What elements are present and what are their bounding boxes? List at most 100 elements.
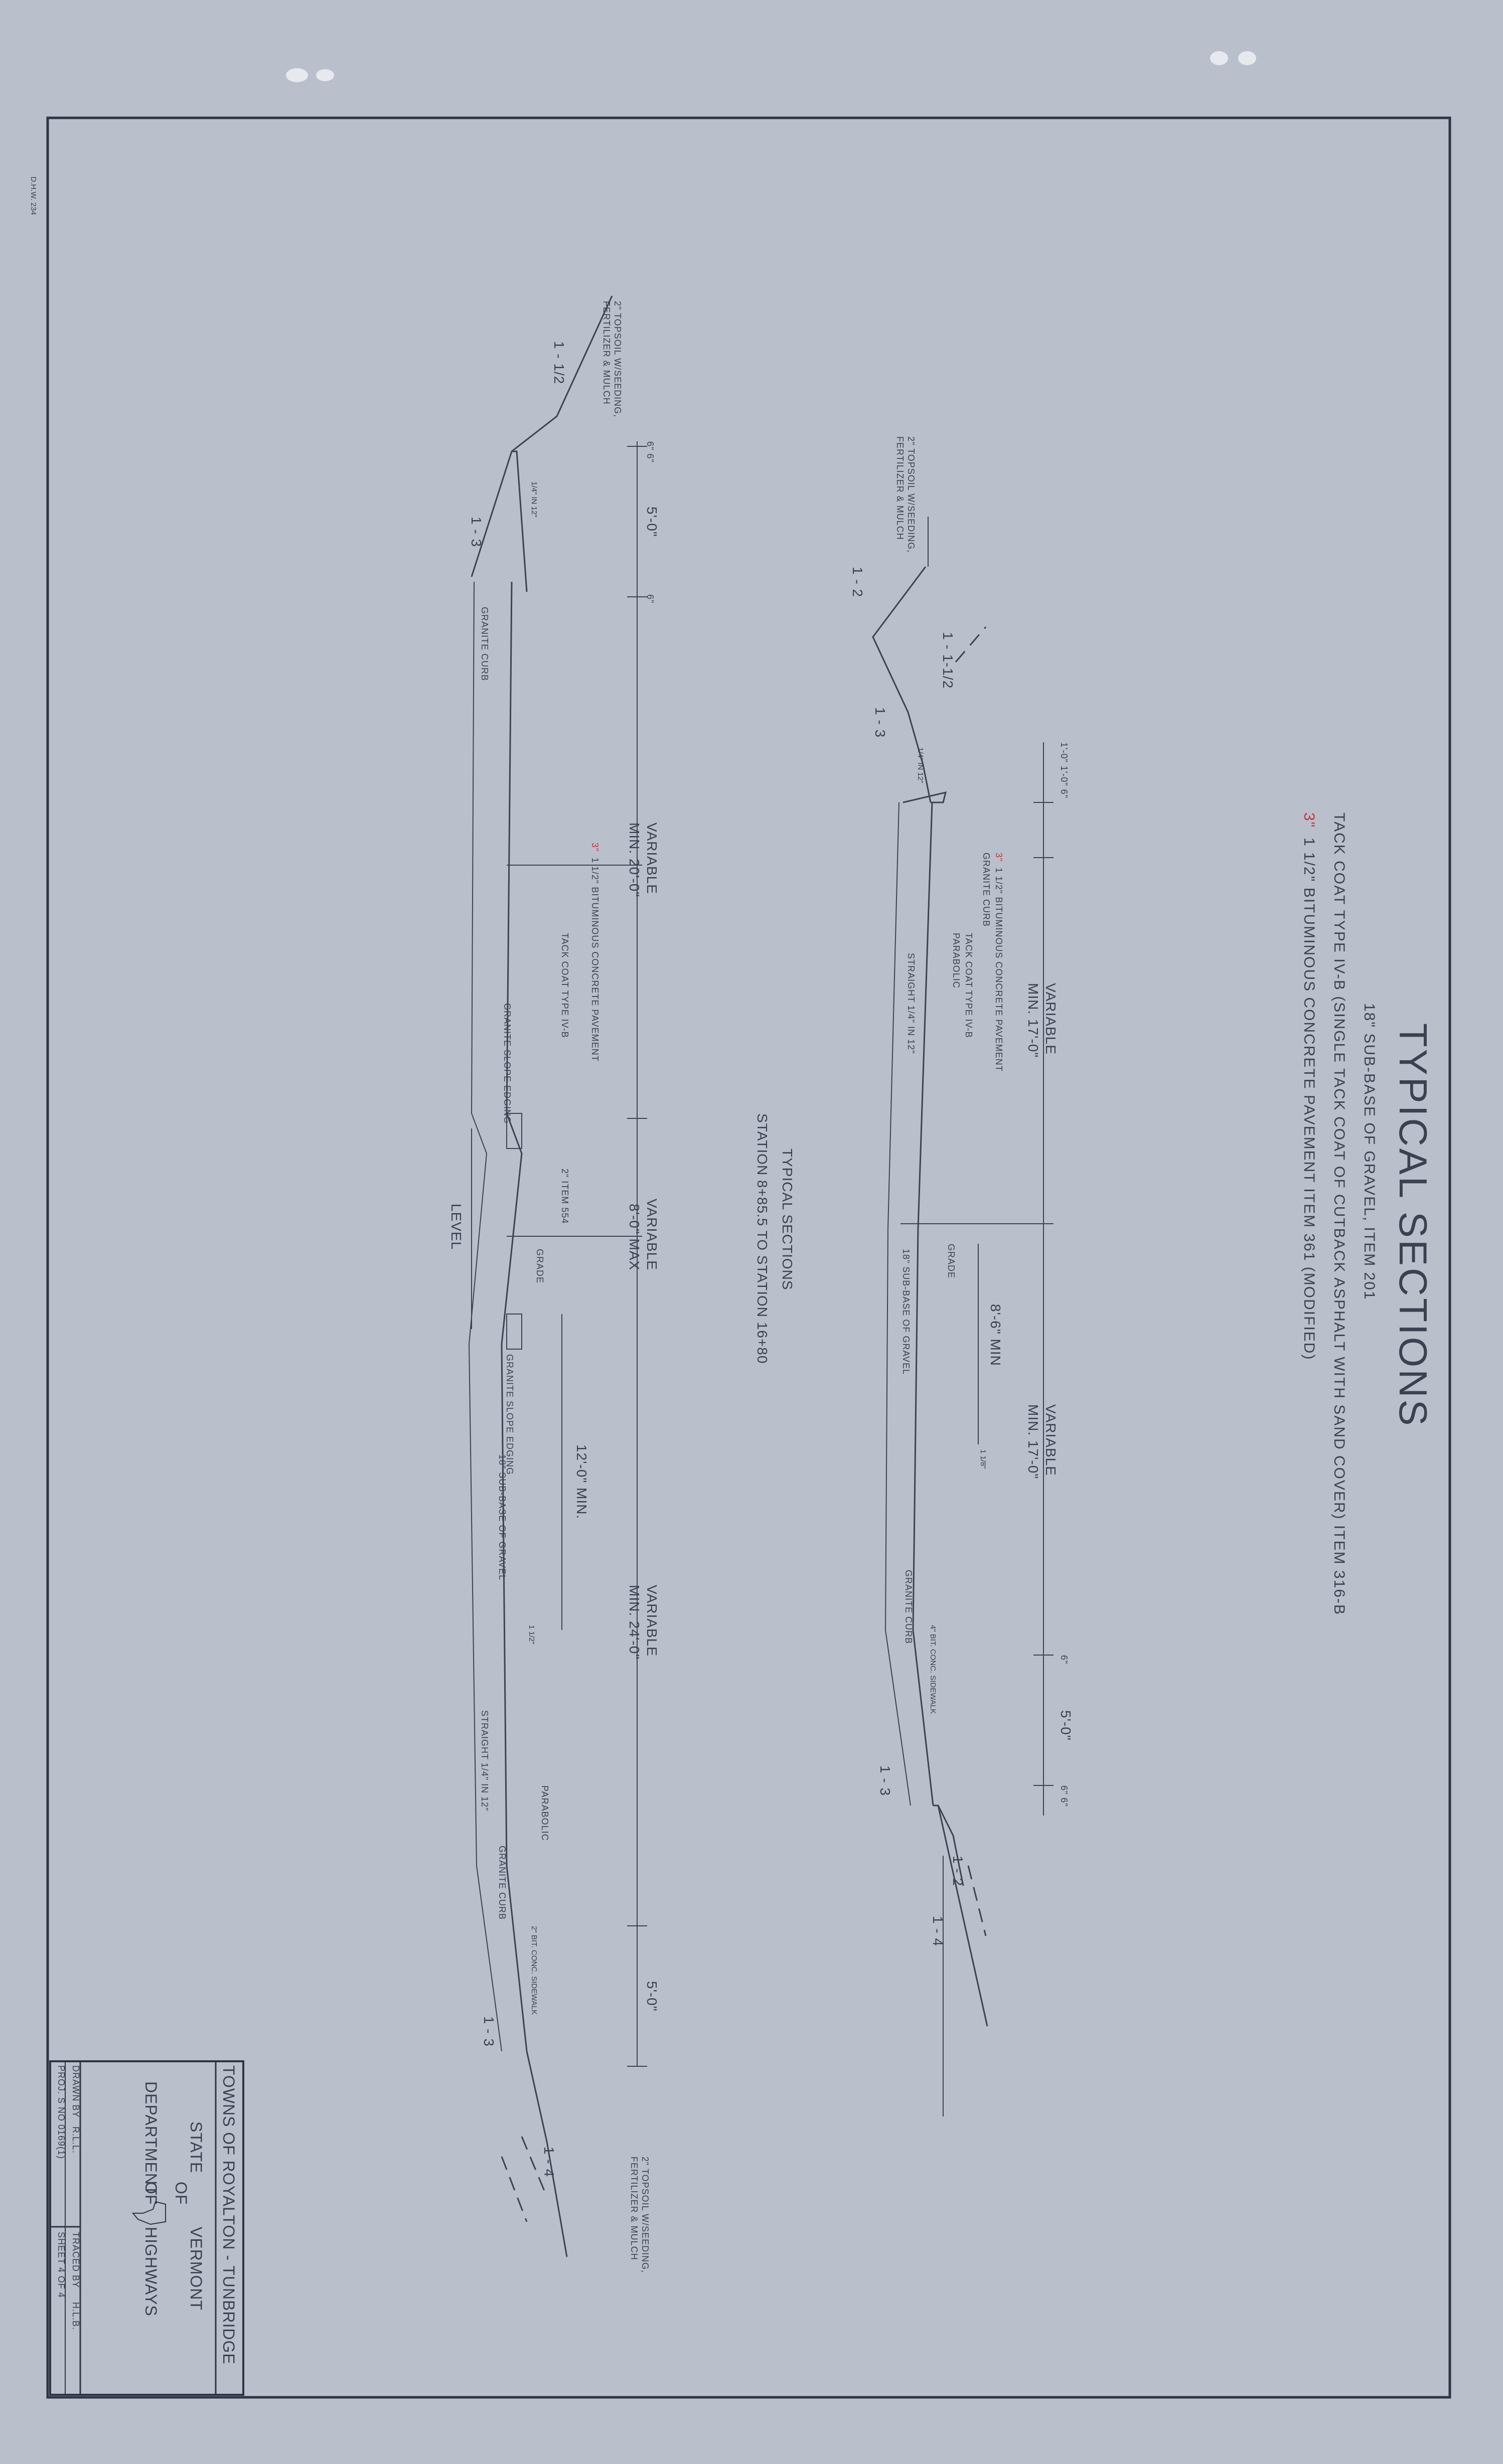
upper-dim-1in8: 1 1/8" xyxy=(979,1449,987,1469)
upper-granite-curb: GRANITE CURB xyxy=(981,853,991,927)
station-line1: TYPICAL SECTIONS xyxy=(780,1148,795,1290)
upper-slope-1-3-right: 1 - 3 xyxy=(877,1765,893,1796)
lower-slope-edging-left xyxy=(506,1113,522,1149)
upper-pavement-red: 3" xyxy=(994,853,1004,862)
lower-dim-5ft-left: 5'-0" xyxy=(644,507,660,537)
lower-variable-mid: VARIABLE xyxy=(644,1199,660,1270)
station-line2: STATION 8+85.5 TO STATION 16+80 xyxy=(755,1113,770,1364)
lower-pavement: 1 1/2" BITUMINOUS CONCRETE PAVEMENT xyxy=(590,858,600,1062)
tb-sheet: SHEET 4 OF 4 xyxy=(56,2232,66,2298)
lower-granite-slope-edging: GRANITE SLOPE EDGING xyxy=(502,1003,512,1124)
lower-dim-5ft-right: 5'-0" xyxy=(644,1981,660,2012)
lower-min20: MIN. 20'-0" xyxy=(627,823,642,897)
upper-slope-1-4: 1 - 4 xyxy=(930,1916,946,1946)
lower-straight: STRAIGHT 1/4" IN 12" xyxy=(480,1710,490,1812)
lower-subbase: 18" SUB-BASE OF GRAVEL xyxy=(497,1454,507,1580)
punch-hole xyxy=(316,69,334,81)
lower-right-dash xyxy=(501,2156,528,2222)
tb-traced-val: H.L.B. xyxy=(71,2302,81,2330)
lower-max8: 8'-0" MAX xyxy=(627,1204,642,1270)
upper-right-slope xyxy=(937,1805,988,2027)
lower-level: LEVEL xyxy=(448,1204,464,1250)
lower-slope-1-3-left: 1 - 3 xyxy=(469,517,484,547)
upper-slope-1-2: 1 - 2 xyxy=(850,567,865,597)
lower-slope-1-3-right: 1 - 3 xyxy=(481,2016,497,2047)
upper-right-curb xyxy=(933,1804,964,1886)
lower-item554: 2" ITEM 554 xyxy=(560,1169,570,1224)
upper-tack-coat: TACK COAT TYPE IV-B xyxy=(964,933,974,1038)
lower-slope-edging-right xyxy=(506,1313,522,1350)
title-main: TYPICAL SECTIONS xyxy=(1391,1023,1435,1428)
upper-parabolic: PARABOLIC xyxy=(951,933,961,989)
upper-dim-5ft: 5'-0" xyxy=(1058,1710,1074,1741)
tb-of2: OF xyxy=(142,2182,160,2205)
lower-slope-1-4: 1 - 4 xyxy=(541,2147,557,2177)
lower-granite-curb: GRANITE CURB xyxy=(480,607,490,681)
upper-left-slope xyxy=(872,566,932,803)
upper-slope-1-2-right: 1 - 2 xyxy=(950,1856,966,1886)
tb-vermont: VERMONT xyxy=(187,2227,205,2311)
lower-section: 2" TOPSOIL W/SEEDING, FERTILIZER & MULCH… xyxy=(448,295,660,2257)
upper-variable-right: VARIABLE xyxy=(1043,1404,1059,1476)
punch-hole xyxy=(1210,51,1228,65)
tb-drawn-by: DRAWN BY xyxy=(71,2065,81,2117)
punch-hole xyxy=(286,68,308,82)
lower-dim-1in2: 1 1/2" xyxy=(527,1625,536,1645)
upper-grade: GRADE xyxy=(946,1244,956,1278)
tb-proj: PROJ. S NO 0169(1) xyxy=(56,2065,66,2159)
tb-drawn-val: R.L.L. xyxy=(71,2126,81,2154)
lower-slope-1-1-2: 1 - 1/2 xyxy=(551,341,567,384)
lower-topsoil-left-2: FERTILIZER & MULCH xyxy=(602,301,612,405)
upper-min86: 8'-6" MIN xyxy=(988,1304,1003,1366)
punch-hole xyxy=(1238,51,1256,65)
lower-dim-6: 6" xyxy=(645,594,655,603)
lower-grade: GRADE xyxy=(535,1249,545,1283)
title-group: TYPICAL SECTIONS 18" SUB-BASE OF GRAVEL,… xyxy=(1301,812,1435,1615)
lower-dim-small: 1/4" IN 12" xyxy=(530,481,538,518)
upper-subbase xyxy=(884,802,911,1806)
lower-right-slope xyxy=(526,2051,568,2257)
upper-min17-right: MIN. 17'-0" xyxy=(1025,1404,1041,1479)
tb-department: DEPARTMENT xyxy=(142,2081,160,2196)
lower-topsoil-left-1: 2" TOPSOIL W/SEEDING, xyxy=(613,301,623,417)
lower-granite-slope-edging2: GRANITE SLOPE EDGING xyxy=(505,1354,515,1475)
upper-granite-curb-right: GRANITE CURB xyxy=(904,1570,914,1644)
lower-parabolic: PARABOLIC xyxy=(540,1785,550,1841)
lower-sidewalk: 2" BIT. CONC. SIDEWALK xyxy=(530,1926,538,2015)
station-label: TYPICAL SECTIONS STATION 8+85.5 TO STATI… xyxy=(755,1113,795,1364)
upper-topsoil-left-2: FERTILIZER & MULCH xyxy=(895,436,905,540)
lower-pavement-red: 3" xyxy=(590,843,600,852)
lower-dim-66: 6" 6" xyxy=(645,441,655,463)
lower-granite-curb-right: GRANITE CURB xyxy=(497,1846,507,1920)
upper-topsoil-right-2: FERTILIZER & MULCH xyxy=(629,2157,639,2260)
upper-dim-left: 1'-0" 1'-0" 6" xyxy=(1059,742,1069,798)
upper-min17-left: MIN. 17'-0" xyxy=(1025,983,1041,1058)
upper-left-dash xyxy=(955,626,987,663)
tb-towns: TOWNS OF ROYALTON - TUNBRIDGE xyxy=(220,2065,238,2365)
upper-pavement: 1 1/2" BITUMINOUS CONCRETE PAVEMENT xyxy=(994,868,1004,1072)
tb-highways: HIGHWAYS xyxy=(142,2227,160,2317)
lower-min12: 12'-0" MIN. xyxy=(574,1444,589,1519)
title-line2: TACK COAT TYPE IV-B (SINGLE TACK COAT OF… xyxy=(1331,812,1347,1615)
upper-left-curb xyxy=(903,791,947,803)
lower-min24: MIN. 24'-0" xyxy=(627,1585,642,1660)
upper-subbase: 18" SUB-BASE OF GRAVEL xyxy=(901,1249,911,1375)
upper-dim-66: 6" 6" xyxy=(1059,1785,1069,1807)
lower-pavement-top xyxy=(501,581,528,2052)
upper-sidewalk: 4" BIT. CONC. SIDEWALK xyxy=(929,1625,937,1714)
lower-variable-left: VARIABLE xyxy=(644,823,660,894)
tb-of: OF xyxy=(172,2182,190,2205)
title-line3-red: 3" xyxy=(1301,812,1317,828)
tb-traced-by: TRACED BY xyxy=(71,2232,81,2288)
lower-left-slope xyxy=(471,295,613,577)
upper-slope-1-1-2: 1 - 1-1/2 xyxy=(940,632,956,689)
sheet-border xyxy=(46,116,1451,2399)
margin-code: D.H.W. 234 xyxy=(29,177,38,215)
upper-slope-1-3-left: 1 - 3 xyxy=(872,707,888,738)
upper-straight: STRAIGHT 1/4" IN 12" xyxy=(906,953,916,1054)
upper-dim-6: 6" xyxy=(1059,1655,1069,1664)
upper-right-dash xyxy=(967,1865,987,1936)
